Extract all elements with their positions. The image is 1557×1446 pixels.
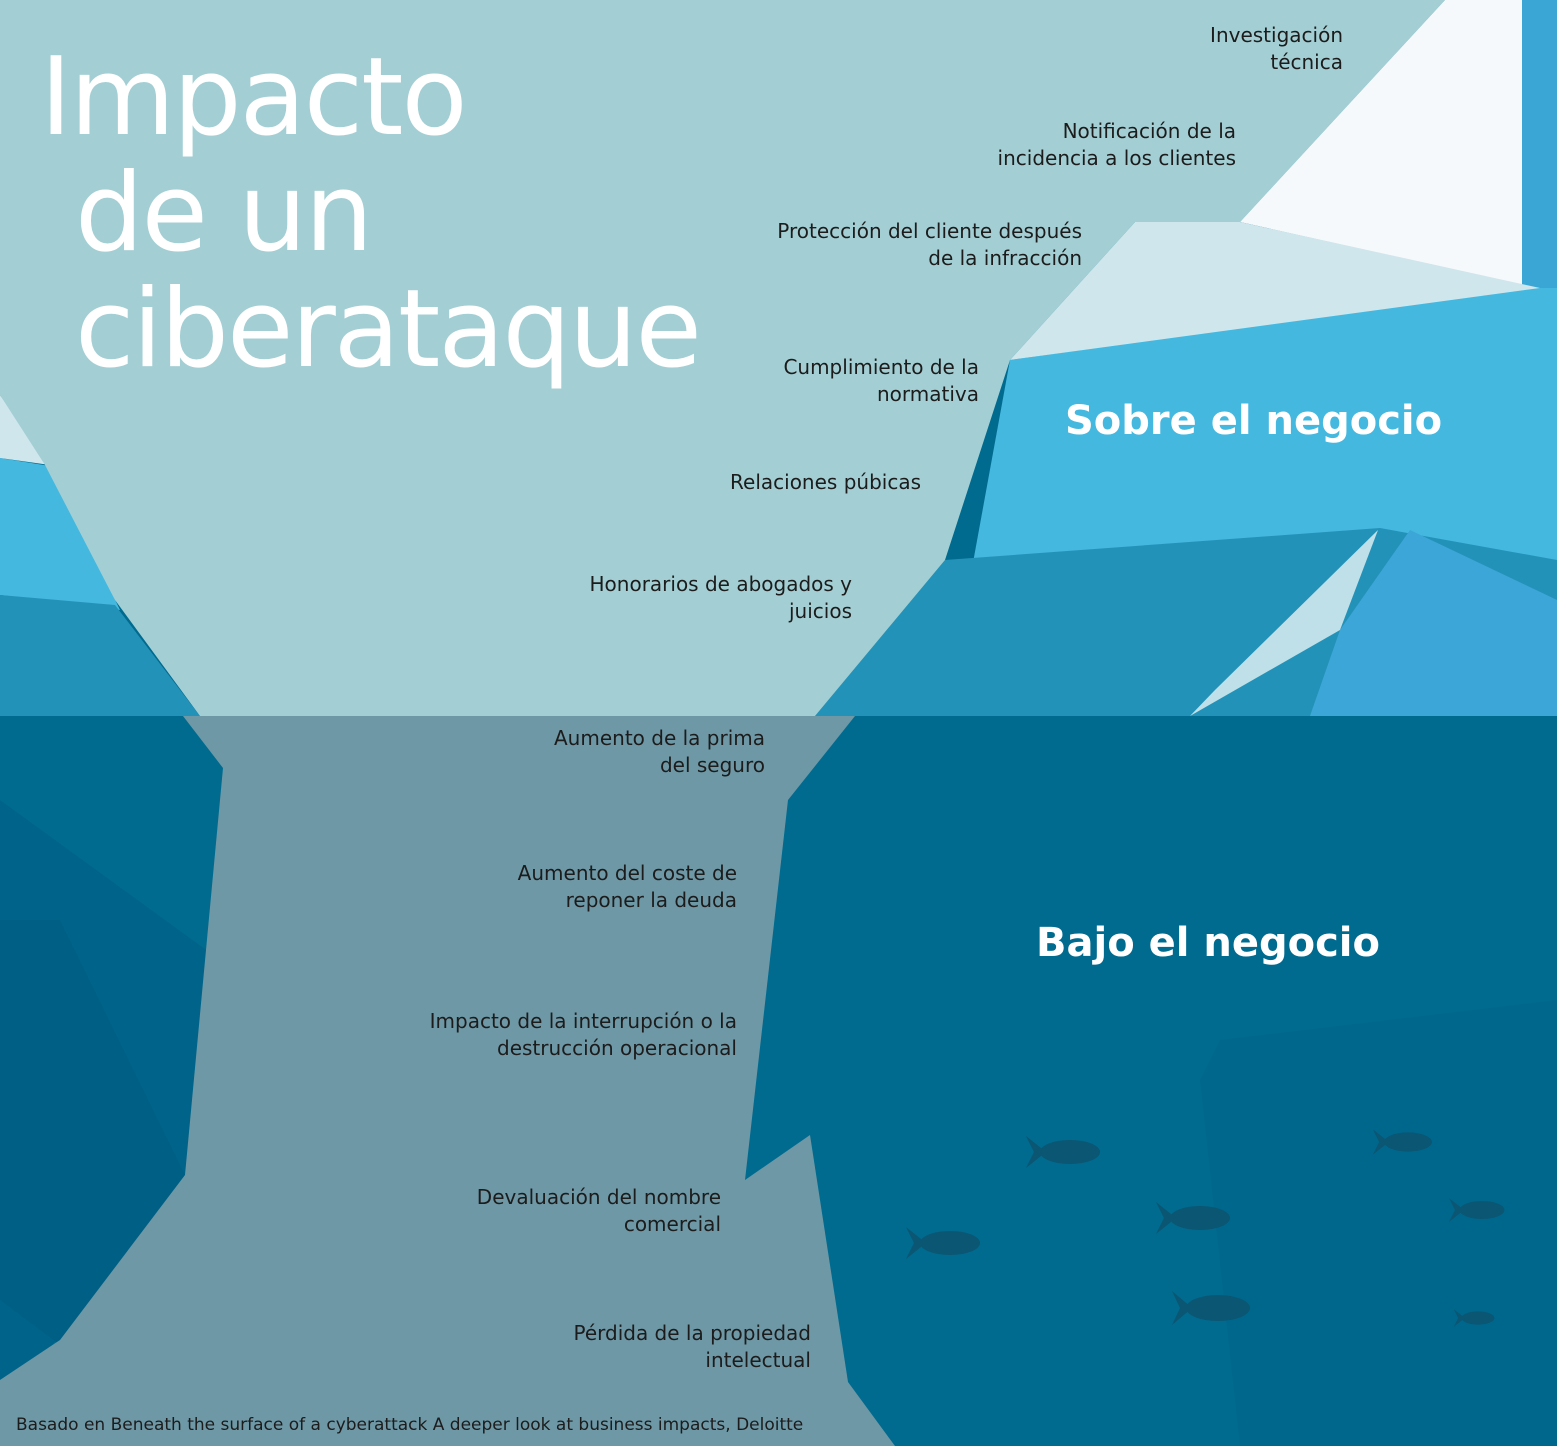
water-accent-right [1310, 530, 1557, 716]
deep-water-shade-left-2 [0, 920, 185, 1345]
impact-item-line: Aumento del coste de [517, 861, 737, 885]
impact-item: Cumplimiento de la normativa [783, 354, 979, 408]
impact-item: Notificación de la incidencia a los clie… [998, 118, 1236, 172]
impact-item: Relaciones púbicas [730, 469, 921, 496]
title-line: Impacto [40, 35, 468, 160]
ice-light-band [1010, 222, 1540, 360]
iceberg-tip [1240, 0, 1522, 285]
fish [1449, 1198, 1505, 1222]
impact-item: Honorarios de abogados y juicios [590, 571, 853, 625]
impact-item-line: Impacto de la interrupción o la [429, 1009, 737, 1033]
impact-item-line: Protección del cliente después [777, 219, 1082, 243]
source-credit: Basado en Beneath the surface of a cyber… [16, 1415, 804, 1435]
fish [1156, 1202, 1230, 1234]
fish [906, 1227, 980, 1259]
impact-item: Aumento de la prima del seguro [554, 725, 765, 779]
impact-item-line: destrucción operacional [497, 1036, 737, 1060]
impact-item: Protección del cliente después de la inf… [777, 218, 1082, 272]
impact-item-line: Investigación [1210, 23, 1343, 47]
iceberg-submerged [0, 716, 895, 1446]
impact-item-line: Pérdida de la propiedad [573, 1321, 811, 1345]
iceberg-tip-edge [1522, 0, 1557, 288]
fish [1026, 1136, 1100, 1168]
impact-item: Impacto de la interrupción o la destrucc… [430, 1008, 737, 1062]
heading-above-water: Sobre el negocio [1065, 398, 1443, 444]
impact-item-line: Notificación de la [1062, 119, 1236, 143]
page-title: Impacto de un ciberataque [40, 35, 702, 392]
impact-item: Aumento del coste de reponer la deuda [518, 860, 737, 914]
impact-item-line: intelectual [705, 1348, 811, 1372]
fish [1453, 1309, 1495, 1327]
ice-shard-right [1190, 530, 1378, 716]
water-mid-left [0, 595, 200, 716]
impact-item-line: incidencia a los clientes [997, 146, 1236, 170]
impact-item-line: Aumento de la prima [554, 726, 765, 750]
impact-item: Pérdida de la propiedad intelectual [573, 1320, 811, 1374]
impact-item: Devaluación del nombre comercial [477, 1184, 721, 1238]
impact-item-line: técnica [1270, 50, 1343, 74]
heading-below-water: Bajo el negocio [1036, 920, 1380, 966]
impact-item-line: reponer la deuda [565, 888, 737, 912]
impact-item-line: Cumplimiento de la [783, 355, 979, 379]
impact-item: Investigación técnica [1210, 22, 1343, 76]
impact-item-line: normativa [876, 382, 979, 406]
iceberg-above-water [0, 0, 1445, 716]
fish-school [906, 1129, 1505, 1327]
fish [1172, 1291, 1250, 1325]
title-line: de un [75, 151, 373, 276]
impact-item-line: Relaciones púbicas [730, 470, 921, 494]
deep-water-shade-right [1200, 1000, 1557, 1446]
title-line: ciberataque [75, 267, 702, 392]
impact-item-line: comercial [623, 1212, 721, 1236]
fish [1372, 1129, 1432, 1155]
impact-item-line: juicios [789, 599, 852, 623]
impact-item-line: Honorarios de abogados y [589, 572, 853, 596]
impact-item-line: Devaluación del nombre [476, 1185, 721, 1209]
impact-item-line: del seguro [659, 753, 765, 777]
water-surface-left [0, 458, 120, 610]
impact-item-line: de la infracción [928, 246, 1082, 270]
